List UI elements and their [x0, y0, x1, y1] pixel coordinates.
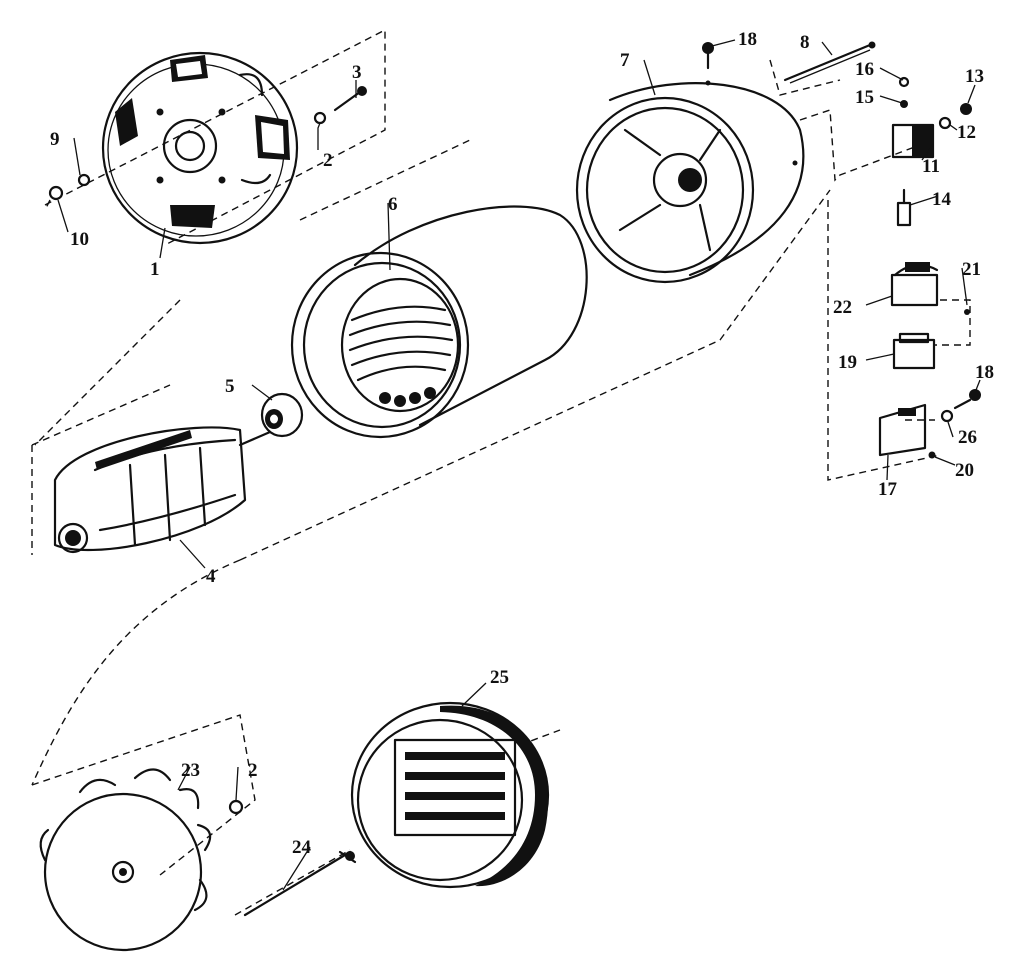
part-15-nut — [900, 100, 908, 108]
part-21-screw — [964, 309, 970, 315]
callout-2-bottom: 2 — [248, 760, 258, 781]
callout-11: 11 — [922, 156, 940, 177]
callout-24: 24 — [292, 837, 312, 858]
callout-22: 22 — [833, 297, 852, 318]
callout-10: 10 — [70, 229, 89, 250]
callout-18-top: 18 — [738, 29, 757, 50]
callout-17: 17 — [878, 479, 898, 500]
callout-25: 25 — [490, 667, 509, 688]
part-14-terminal — [896, 188, 912, 227]
part-19-switch — [892, 332, 936, 370]
callout-12: 12 — [957, 122, 976, 143]
part-2-washer-fan — [228, 799, 244, 815]
part-16-screw — [898, 76, 910, 88]
leader-lines — [57, 39, 981, 891]
callout-26: 26 — [958, 427, 977, 448]
part-23-fan — [39, 768, 212, 952]
stator-windings — [348, 305, 454, 407]
callout-13: 13 — [965, 66, 984, 87]
part-12-washer — [938, 116, 952, 130]
part-13-screw — [960, 103, 972, 115]
callout-16: 16 — [855, 59, 874, 80]
part-26-washer — [940, 409, 954, 423]
callout-15: 15 — [855, 87, 874, 108]
part-22-capacitor — [890, 262, 939, 307]
part-2-washer-top — [313, 111, 327, 125]
callout-8: 8 — [800, 32, 810, 53]
callout-labels: 1 2 3 4 5 6 7 8 9 10 11 12 13 14 15 16 1… — [50, 29, 994, 858]
part-5-bearing — [260, 392, 304, 438]
part-7-end-shield — [575, 80, 805, 284]
callout-19: 19 — [838, 352, 857, 373]
part-25-end-cover — [350, 701, 550, 889]
part-1-end-bell — [101, 51, 299, 245]
part-18-screw-bracket — [953, 389, 981, 410]
part-6-stator-housing — [290, 205, 588, 439]
guide-lines — [31, 28, 971, 916]
part-11-relay — [891, 123, 935, 159]
part-20-screw — [928, 451, 936, 459]
callout-20: 20 — [955, 460, 974, 481]
callout-23: 23 — [181, 760, 200, 781]
part-9-nut — [77, 173, 91, 187]
part-4-rotor — [53, 426, 272, 554]
louver-grille — [393, 738, 517, 837]
part-17-bracket — [878, 403, 927, 457]
part-8-through-bolt — [783, 41, 876, 84]
callout-14: 14 — [932, 189, 952, 210]
callout-7: 7 — [620, 50, 630, 71]
callout-5: 5 — [225, 376, 235, 397]
callout-21: 21 — [962, 259, 981, 280]
part-24-bolt — [243, 850, 357, 917]
part-18-screw-top — [702, 42, 714, 70]
part-10-washer — [48, 185, 64, 201]
callout-1: 1 — [150, 259, 160, 280]
callout-6: 6 — [388, 194, 398, 215]
part-3-screw — [333, 86, 367, 112]
callout-3: 3 — [352, 62, 362, 83]
callout-18-bracket: 18 — [975, 362, 994, 383]
callout-9: 9 — [50, 129, 60, 150]
callout-2-top: 2 — [323, 150, 333, 171]
callout-4: 4 — [206, 566, 216, 587]
